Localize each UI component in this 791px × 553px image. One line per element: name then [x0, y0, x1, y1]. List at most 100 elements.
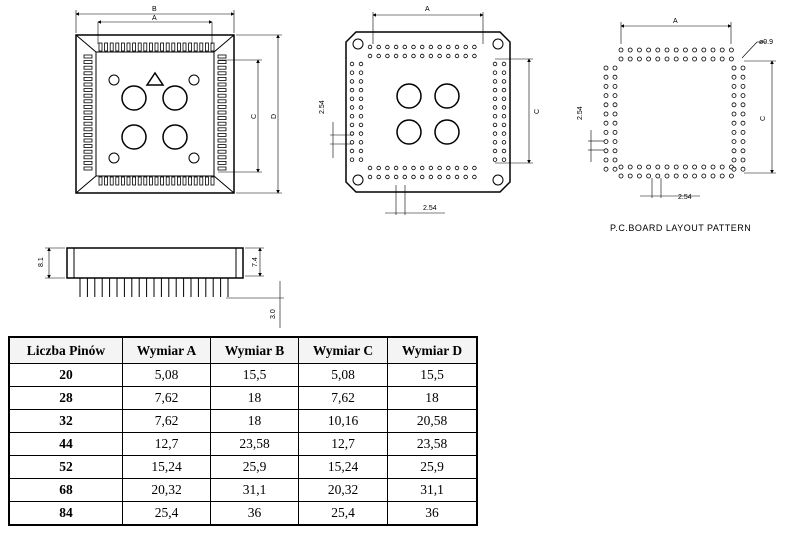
pcb-hole: [683, 47, 688, 53]
package-pin: [217, 54, 227, 59]
package-pin: [204, 176, 209, 186]
pcb-hole: [646, 164, 651, 170]
package-pin: [98, 42, 103, 52]
pcb-hole: [655, 47, 661, 53]
pcb-label-pitch-horizontal: 2.54: [678, 194, 692, 201]
package-pins-bottom: [98, 176, 215, 186]
table-row: 32 7,62 18 10,16 20,58: [8, 409, 478, 433]
cell-dim-b: 31,1: [210, 478, 299, 502]
pcb-holes: [603, 47, 746, 179]
header-pin-count: Liczba Pinów: [8, 336, 123, 364]
pcb-hole: [740, 84, 746, 89]
package-pin: [176, 42, 181, 52]
pcb-hole: [664, 173, 670, 179]
pcb-hole: [729, 173, 734, 179]
cell-dim-c: 12,7: [298, 432, 388, 456]
pcb-hole: [637, 47, 642, 53]
socket-hole: [358, 79, 364, 84]
pcb-hole: [637, 164, 642, 170]
pcb-hole: [646, 173, 651, 179]
socket-hole: [411, 165, 416, 171]
package-pin: [165, 176, 170, 186]
package-pin: [83, 99, 93, 104]
pcb-hole: [627, 164, 633, 170]
table-header-row: Liczba Pinów Wymiar A Wymiar B Wymiar C …: [8, 336, 478, 364]
cell-dim-d: 15,5: [387, 363, 478, 387]
header-dim-b: Wymiar B: [210, 336, 299, 364]
pcb-hole: [603, 84, 609, 89]
socket-hole: [492, 96, 498, 101]
table-row: 84 25,4 36 25,4 36: [8, 501, 478, 526]
package-pin: [217, 65, 227, 70]
socket-label-c: C: [534, 109, 541, 114]
package-pin: [217, 93, 227, 98]
package-pin: [83, 77, 93, 81]
package-pin: [210, 176, 215, 186]
socket-hole: [385, 44, 390, 50]
socket-hole: [492, 70, 498, 75]
pcb-hole: [612, 111, 618, 117]
cell-dim-a: 7,62: [122, 409, 211, 433]
socket-hole: [492, 148, 498, 154]
pcb-hole: [612, 65, 618, 71]
pcb-hole: [692, 56, 697, 62]
socket-hole: [492, 113, 498, 119]
pcb-hole: [731, 120, 737, 126]
socket-hole: [492, 140, 498, 145]
package-pin: [217, 110, 227, 115]
pcb-hole: [740, 139, 746, 145]
socket-hole: [393, 174, 399, 180]
pcb-hole: [612, 120, 618, 126]
cell-dim-d: 25,9: [387, 455, 478, 479]
socket-label-pitch-horizontal: 2.54: [423, 205, 437, 212]
cell-dim-b: 18: [210, 409, 299, 433]
socket-hole: [393, 165, 399, 171]
pcb-hole: [603, 120, 609, 126]
pcb-hole: [664, 164, 670, 170]
socket-hole: [428, 44, 434, 50]
cell-dim-d: 20,58: [387, 409, 478, 433]
package-pin: [83, 127, 93, 132]
package-pin: [217, 144, 227, 149]
pcb-hole: [683, 56, 688, 62]
socket-hole: [463, 174, 468, 180]
pcb-hole: [740, 65, 746, 71]
socket-hole: [420, 53, 425, 59]
socket-hole: [349, 131, 355, 136]
package-pin: [137, 42, 142, 52]
socket-hole: [463, 44, 468, 50]
pcb-hole: [612, 84, 618, 89]
socket-hole: [454, 174, 460, 180]
package-label-a: A: [152, 15, 157, 22]
pcb-hole: [673, 164, 679, 170]
cell-dim-c: 15,24: [298, 455, 388, 479]
dimensions-table: Liczba Pinów Wymiar A Wymiar B Wymiar C …: [8, 336, 478, 526]
socket-hole: [358, 140, 364, 145]
pcb-hole: [731, 65, 737, 71]
pcb-hole: [603, 129, 609, 135]
socket-hole: [376, 53, 381, 59]
socket-hole: [501, 140, 507, 145]
socket-hole: [501, 131, 507, 136]
socket-hole: [472, 165, 477, 171]
socket-hole: [437, 165, 442, 171]
package-pin: [132, 176, 137, 186]
socket-hole: [463, 165, 468, 171]
package-pin: [115, 176, 120, 186]
socket-hole: [492, 122, 498, 128]
package-label-c: C: [251, 114, 258, 119]
pcb-hole: [731, 84, 737, 89]
package-pin: [217, 160, 227, 165]
socket-hole: [358, 87, 364, 93]
socket-hole: [501, 122, 507, 128]
header-dim-d: Wymiar D: [387, 336, 478, 364]
socket-hole: [358, 122, 364, 128]
package-pin: [217, 71, 227, 76]
pcb-hole: [731, 129, 737, 135]
pcb-hole: [710, 47, 716, 53]
pcb-hole: [731, 166, 737, 172]
cell-dim-a: 5,08: [122, 363, 211, 387]
pcb-hole: [673, 47, 679, 53]
socket-hole: [402, 53, 407, 59]
socket-hole: [420, 174, 425, 180]
